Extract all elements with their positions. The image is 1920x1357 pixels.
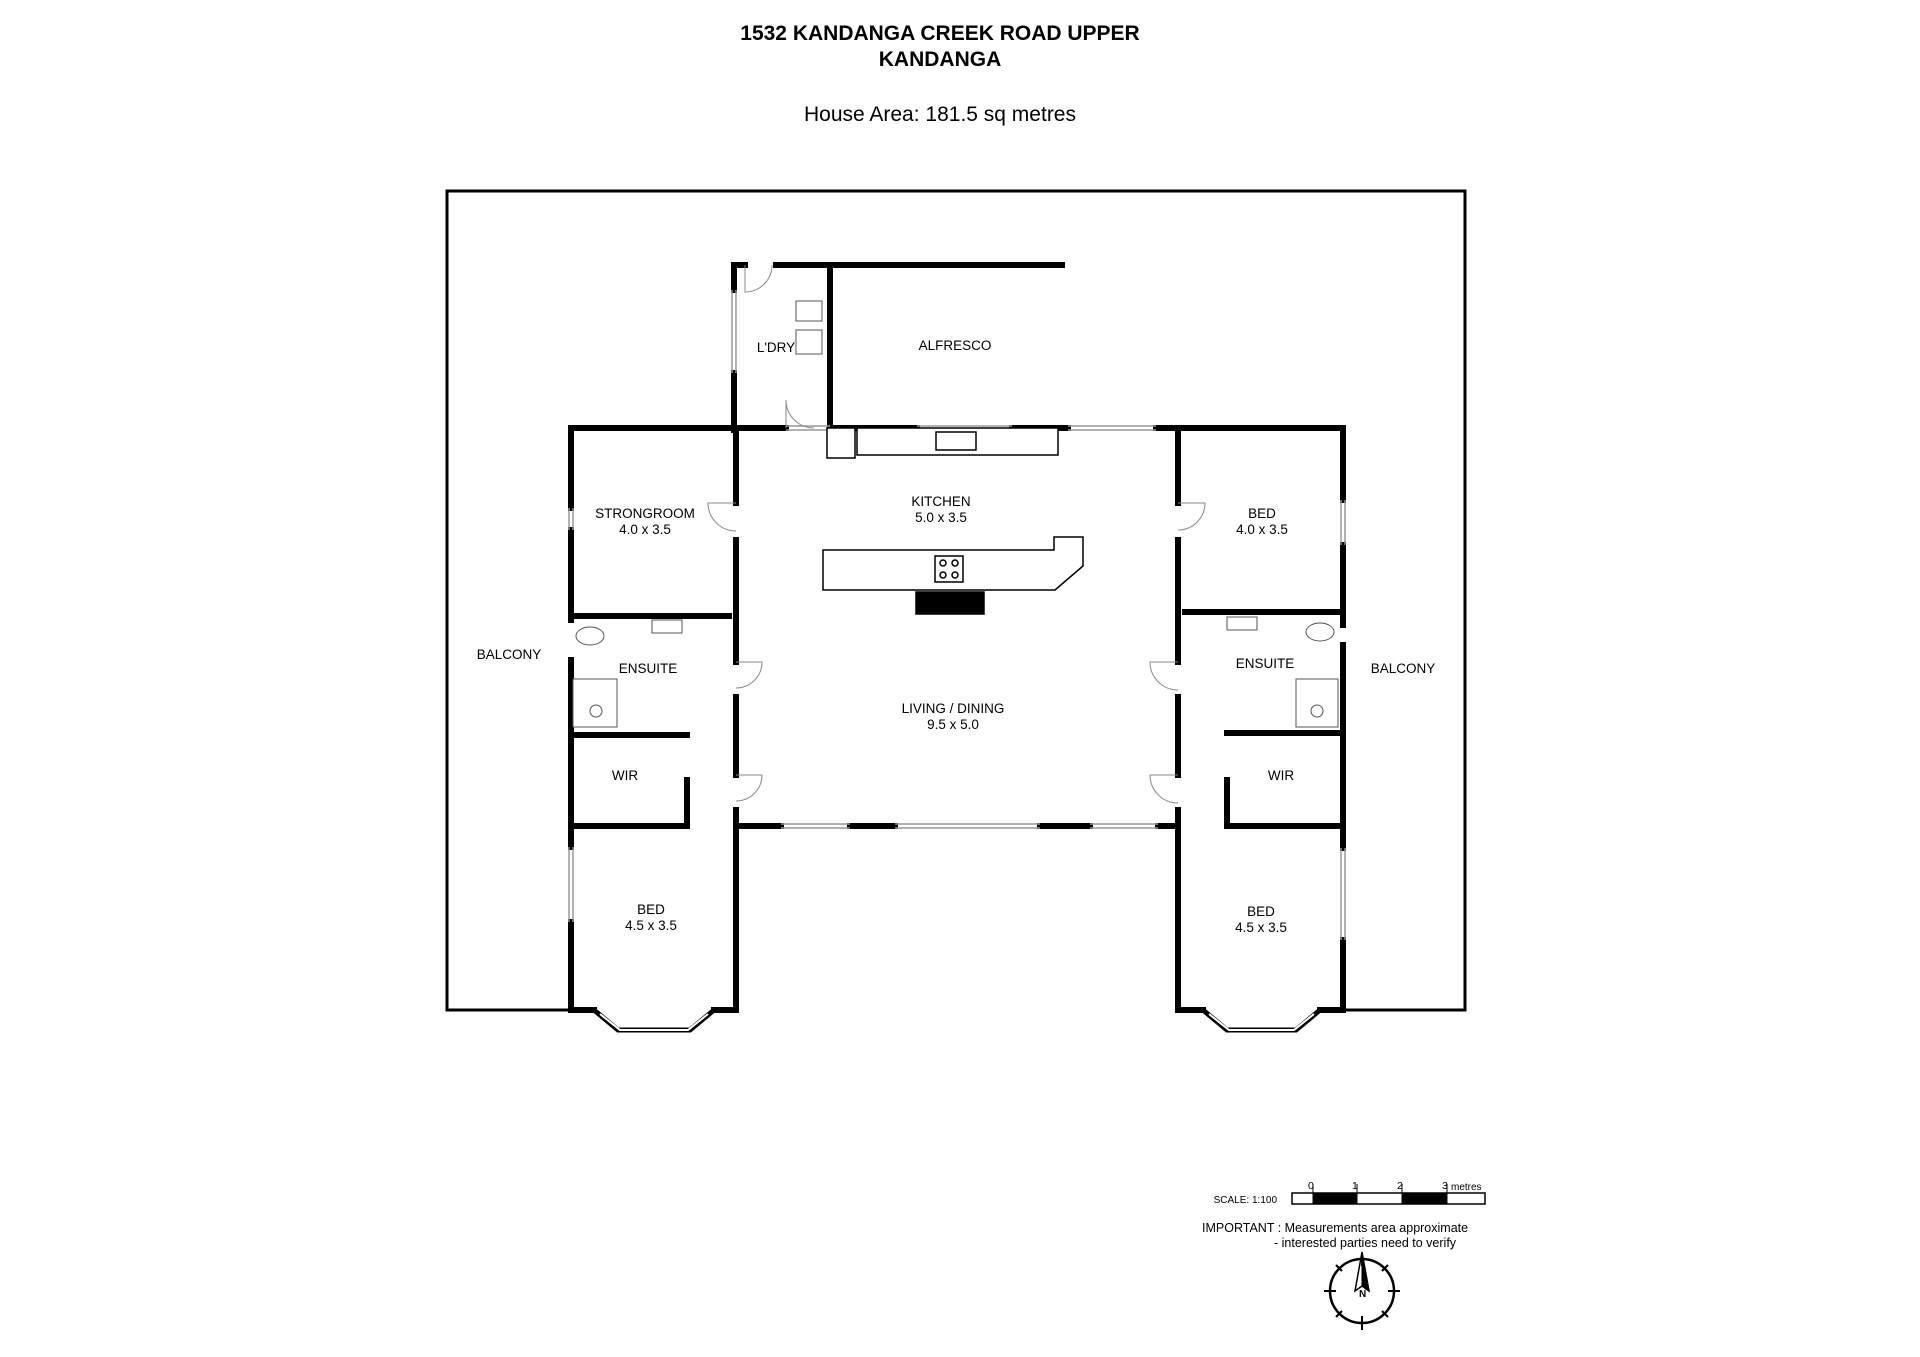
balcony-outline xyxy=(445,189,1467,1012)
label-alfresco: ALFRESCO xyxy=(919,338,992,353)
label-strongroom: STRONGROOM xyxy=(595,506,695,521)
label-bed-sw-size: 4.5 x 3.5 xyxy=(625,918,677,933)
label-laundry: L'DRY xyxy=(757,340,795,355)
label-strongroom-size: 4.0 x 3.5 xyxy=(619,522,671,537)
bay-windows xyxy=(592,1008,1322,1033)
label-bed-ne-size: 4.0 x 3.5 xyxy=(1236,522,1288,537)
scale-tick-0: 0 xyxy=(1308,1180,1314,1192)
compass-north-label: N xyxy=(1359,1289,1366,1300)
bathroom-fixtures xyxy=(572,616,1339,728)
label-bed-ne: BED xyxy=(1248,506,1276,521)
notice-line-2: - interested parties need to verify xyxy=(1274,1236,1457,1250)
label-wir-west: WIR xyxy=(612,768,638,783)
scale-unit: metres xyxy=(1451,1182,1482,1193)
scale-tick-3: 3 xyxy=(1442,1180,1448,1192)
windows xyxy=(568,290,1346,940)
compass-icon: N xyxy=(1324,1251,1400,1330)
room-labels: ALFRESCO L'DRY KITCHEN 5.0 x 3.5 STRONGR… xyxy=(477,338,1436,935)
scale-tick-1: 1 xyxy=(1352,1180,1358,1192)
scale-bar: SCALE: 1:100 0 1 2 3 metres xyxy=(1214,1180,1486,1206)
label-bed-se: BED xyxy=(1247,904,1275,919)
door-swings xyxy=(707,264,1206,804)
label-kitchen: KITCHEN xyxy=(911,494,970,509)
label-balcony-west: BALCONY xyxy=(477,647,542,662)
walls xyxy=(568,262,1346,1013)
house-area: House Area: 181.5 sq metres xyxy=(804,103,1076,126)
label-living-size: 9.5 x 5.0 xyxy=(927,717,979,732)
title-line-1: 1532 KANDANGA CREEK ROAD UPPER xyxy=(740,22,1140,45)
label-wir-east: WIR xyxy=(1268,768,1294,783)
title-line-2: KANDANGA xyxy=(878,48,1002,71)
label-bed-sw: BED xyxy=(637,902,665,917)
scale-tick-2: 2 xyxy=(1397,1180,1403,1192)
label-ensuite-east: ENSUITE xyxy=(1236,656,1295,671)
laundry-fixtures xyxy=(795,300,823,355)
label-bed-se-size: 4.5 x 3.5 xyxy=(1235,920,1287,935)
label-kitchen-size: 5.0 x 3.5 xyxy=(915,510,967,525)
scale-label: SCALE: 1:100 xyxy=(1214,1195,1278,1206)
notice-line-1: IMPORTANT : Measurements area approximat… xyxy=(1202,1221,1469,1235)
label-ensuite-west: ENSUITE xyxy=(619,661,678,676)
label-balcony-east: BALCONY xyxy=(1371,661,1436,676)
kitchen-benches xyxy=(822,427,1084,615)
label-living: LIVING / DINING xyxy=(902,701,1005,716)
